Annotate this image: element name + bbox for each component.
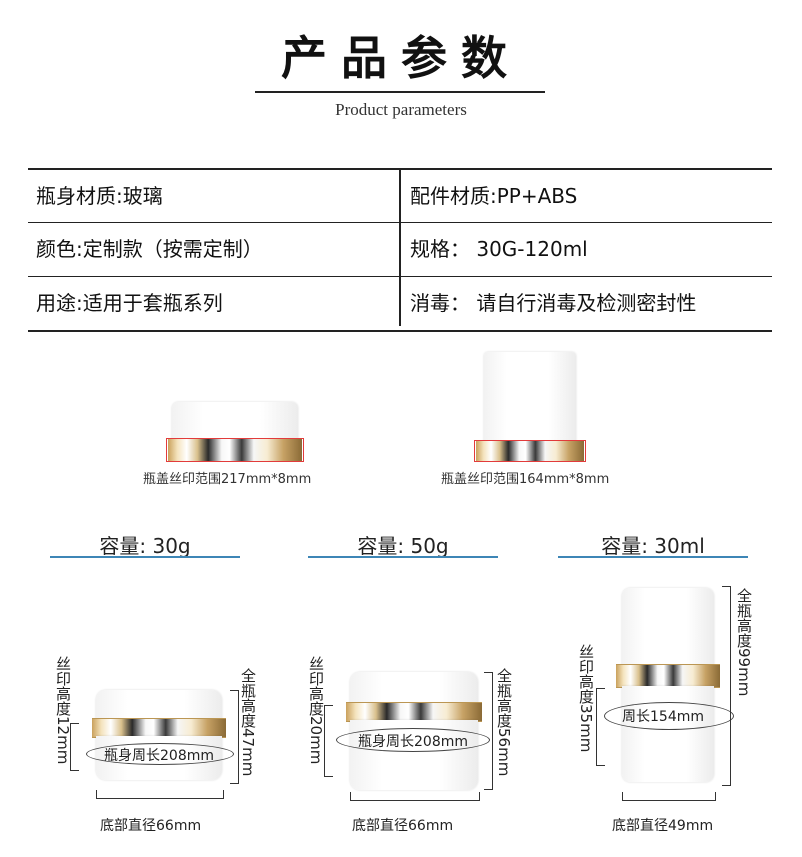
capacity-label-1: 容量: 30g — [99, 534, 191, 558]
circumference-ellipse — [86, 743, 234, 765]
spec-color: 颜色:定制款（按需定制） — [36, 237, 263, 261]
capacity-underline — [308, 556, 498, 558]
table-row: 颜色:定制款（按需定制） 规格： 30G-120ml — [28, 222, 772, 275]
tall-cap-top — [484, 352, 576, 442]
capacity-label-3: 容量: 30ml — [601, 534, 705, 558]
jar-gold-band — [346, 702, 482, 722]
print-height-label: 丝印高度35mm — [577, 644, 595, 753]
base-diameter-label: 底部直径66mm — [352, 818, 454, 834]
tall-cap-illustration — [472, 352, 588, 464]
circumference-ellipse — [336, 728, 490, 752]
spec-table: 瓶身材质:玻璃 配件材质:PP+ABS 颜色:定制款（按需定制） 规格： 30G… — [28, 168, 772, 332]
wide-cap-print-range: 瓶盖丝印范围217mm*8mm — [143, 472, 312, 487]
total-height-label: 全瓶高度47mm — [239, 668, 257, 777]
print-height-bracket — [70, 723, 79, 771]
jar-lid — [96, 690, 222, 720]
spec-accessory-material: 配件材质:PP+ABS — [410, 184, 578, 208]
jar-30g — [88, 688, 238, 793]
spec-body-material: 瓶身材质:玻璃 — [36, 184, 163, 208]
spec-usage: 用途:适用于套瓶系列 — [36, 291, 223, 315]
table-column-divider — [399, 170, 401, 326]
capacity-underline — [50, 556, 240, 558]
print-height-bracket — [596, 688, 605, 766]
circumference-label: 瓶身周长208mm — [104, 748, 214, 764]
print-height-label: 丝印高度12mm — [54, 656, 72, 765]
bottle-cap — [622, 588, 714, 666]
print-height-bracket — [324, 705, 333, 777]
base-diameter-bracket — [622, 792, 716, 801]
bottle-body — [622, 686, 714, 782]
base-diameter-bracket — [350, 792, 480, 801]
capacity-label-2: 容量: 50g — [357, 534, 449, 558]
total-height-bracket — [484, 672, 493, 790]
title-underline — [255, 91, 545, 93]
bottle-gold-band — [616, 664, 720, 688]
total-height-label: 全瓶高度99mm — [735, 588, 753, 697]
page-subtitle: Product parameters — [335, 100, 467, 119]
total-height-bracket — [722, 586, 731, 786]
total-height-bracket — [230, 690, 239, 784]
wide-cap-top — [172, 402, 298, 440]
table-row: 瓶身材质:玻璃 配件材质:PP+ABS — [28, 170, 772, 222]
spec-disinfection: 消毒： 请自行消毒及检测密封性 — [410, 291, 697, 315]
circumference-label: 周长154mm — [622, 709, 704, 725]
print-area-highlight — [474, 440, 586, 462]
jar-lid — [350, 672, 478, 704]
circumference-label: 瓶身周长208mm — [358, 734, 468, 750]
base-diameter-label: 底部直径49mm — [612, 818, 714, 834]
base-diameter-label: 底部直径66mm — [100, 818, 202, 834]
page-title: 产品参数 — [281, 31, 521, 85]
circumference-ellipse — [604, 702, 734, 730]
wide-cap-illustration — [160, 402, 310, 464]
spec-size: 规格： 30G-120ml — [410, 237, 588, 261]
jar-gold-band — [92, 718, 226, 738]
tall-cap-print-range: 瓶盖丝印范围164mm*8mm — [441, 472, 610, 487]
bottle-30ml — [612, 586, 724, 786]
base-diameter-bracket — [96, 790, 224, 799]
print-area-highlight — [166, 438, 304, 462]
print-height-label: 丝印高度20mm — [307, 656, 325, 765]
total-height-label: 全瓶高度56mm — [495, 668, 513, 777]
capacity-underline — [558, 556, 748, 558]
